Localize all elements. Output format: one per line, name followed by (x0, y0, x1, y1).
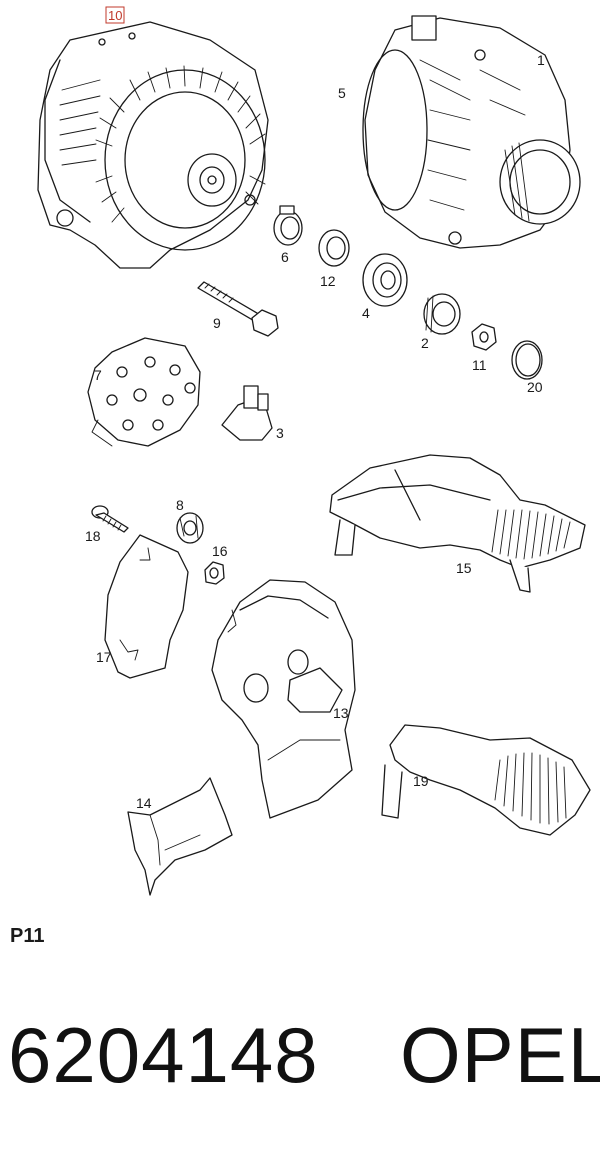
callout-20: 20 (527, 379, 543, 395)
part-number: 6204148 (8, 1011, 319, 1099)
callout-14: 14 (136, 795, 152, 811)
callout-2: 2 (421, 335, 429, 351)
brand-name: OPEL (400, 1011, 600, 1099)
part-19-air-duct (381, 724, 591, 836)
callout-5: 5 (338, 85, 346, 101)
part-11-nut (471, 323, 497, 351)
part-14-bracket (127, 777, 233, 896)
part-18-screw (91, 505, 129, 533)
part-3-regulator (221, 385, 273, 441)
part-12-bearing-ring (318, 229, 350, 267)
callout-3: 3 (276, 425, 284, 441)
callout-1: 1 (537, 52, 545, 68)
part-20-retaining-ring (511, 340, 543, 380)
part-9-bolt (197, 281, 279, 337)
callout-box-10 (105, 6, 125, 24)
part-16-nut (204, 561, 225, 585)
callout-4: 4 (362, 305, 370, 321)
part-7-rectifier (87, 337, 201, 447)
callout-19: 19 (413, 773, 429, 789)
part-15-fan-shroud (329, 454, 586, 593)
part-17-side-cover (104, 534, 189, 679)
part-10-alternator-fan (37, 21, 269, 269)
callout-16: 16 (212, 543, 228, 559)
part-13-rear-cover (211, 579, 356, 819)
part-8-grommet (176, 512, 204, 544)
callout-6: 6 (281, 249, 289, 265)
callout-9: 9 (213, 315, 221, 331)
exploded-parts-diagram: 10 1 5 6 12 4 (37, 6, 591, 896)
callout-8: 8 (176, 497, 184, 513)
page-code: P11 (10, 925, 45, 947)
part-2-bushing (423, 293, 461, 335)
callout-18: 18 (85, 528, 101, 544)
callout-17: 17 (96, 649, 112, 665)
callout-13: 13 (333, 705, 349, 721)
callout-7: 7 (94, 367, 102, 383)
part-4-ball-bearing (362, 253, 408, 307)
callout-11: 11 (472, 357, 487, 373)
callout-12: 12 (320, 273, 336, 289)
callout-10: 10 (108, 8, 122, 23)
part-1-alternator-assembly (362, 15, 581, 249)
part-6-clamp-ring (273, 205, 303, 246)
callout-15: 15 (456, 560, 472, 576)
